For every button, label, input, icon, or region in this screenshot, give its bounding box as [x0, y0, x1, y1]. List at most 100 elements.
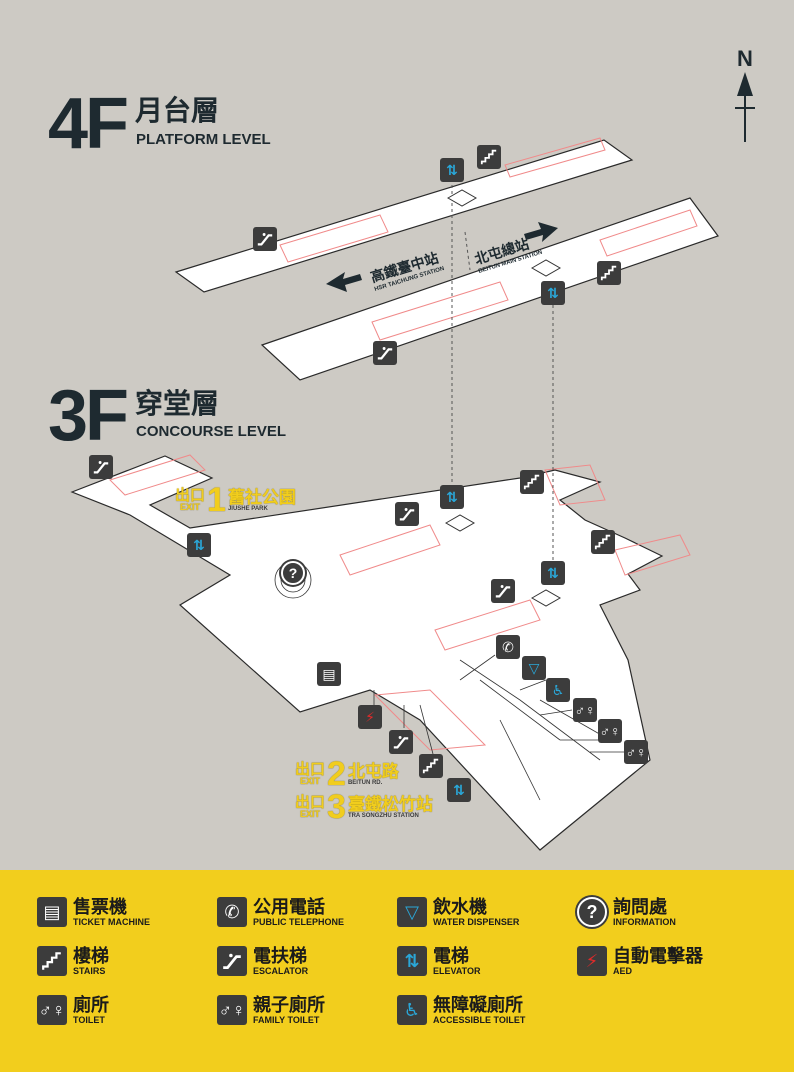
legend-label-en: ELEVATOR: [433, 966, 481, 976]
accessible-toilet-icon: ♿: [397, 995, 427, 1025]
legend-label-en: ACCESSIBLE TOILET: [433, 1015, 526, 1025]
exit-name-zh: 北屯路: [347, 761, 399, 781]
aed-icon: ⚡: [358, 705, 382, 729]
exit-number: 3: [327, 788, 346, 826]
legend-label-en: PUBLIC TELEPHONE: [253, 917, 345, 927]
exit-name-en: TRA SONGZHU STATION: [347, 812, 419, 819]
floor-3f-subtitle: CONCOURSE LEVEL: [136, 423, 287, 440]
exit-tag-zh: 出口: [295, 794, 326, 811]
legend-label-zh: 電扶梯: [253, 946, 307, 966]
vertical-connection-lines: [451, 185, 554, 563]
family-toilet-icon: ♂♀: [217, 995, 247, 1025]
telephone-icon: ✆: [496, 635, 520, 659]
floor-4f-number: 4F: [48, 84, 129, 164]
elevator-icon: ⇅: [440, 485, 464, 509]
exit-name-zh: 舊社公園: [227, 487, 296, 507]
information-icon: ?: [281, 561, 305, 585]
legend-label-en: FAMILY TOILET: [253, 1015, 320, 1025]
legend-label-zh: 無障礙廁所: [433, 995, 523, 1015]
stairs-icon: [419, 754, 443, 778]
legend-label-zh: 廁所: [73, 995, 109, 1015]
north-indicator: N: [733, 46, 757, 147]
toilet-icon: ♂♀: [624, 740, 648, 764]
legend-label-en: AED: [613, 966, 633, 976]
legend-label-zh: 自動電擊器: [613, 946, 703, 966]
north-label: N: [737, 46, 753, 71]
legend-label-en: STAIRS: [73, 966, 106, 976]
exit-tag-en: EXIT: [300, 809, 321, 819]
floor-4f-title: 月台層: [135, 95, 220, 126]
telephone-icon: ✆: [217, 897, 247, 927]
water-icon: ▽: [522, 656, 546, 680]
elevator-icon: ⇅: [541, 561, 565, 585]
information-icon: ?: [577, 897, 607, 927]
exit-tag-en: EXIT: [300, 776, 321, 786]
water-icon: ▽: [397, 897, 427, 927]
exit-tag-zh: 出口: [175, 487, 206, 504]
elevator-icon: ⇅: [440, 158, 464, 182]
exit-name-en: BEITUN RD.: [347, 779, 383, 786]
floor-3f-title: 穿堂層: [135, 388, 220, 419]
legend-label-en: INFORMATION: [613, 917, 676, 927]
legend-label-zh: 電梯: [433, 946, 469, 966]
platform-lower: [260, 197, 719, 381]
escalator-icon: [217, 946, 247, 976]
legend-label-zh: 飲水機: [433, 897, 487, 917]
exit-number: 1: [207, 481, 226, 519]
legend-label-zh: 售票機: [73, 897, 127, 917]
escalator-icon: [253, 227, 277, 251]
callout-lines: [373, 654, 624, 755]
exit-number: 2: [327, 755, 346, 793]
elevator-icon: ⇅: [541, 281, 565, 305]
floor-4f-subtitle: PLATFORM LEVEL: [136, 131, 271, 148]
stairs-icon: [520, 470, 544, 494]
toilet-icon: ♂♀: [37, 995, 67, 1025]
legend-label-zh: 樓梯: [73, 946, 109, 966]
legend-label-zh: 詢問處: [613, 897, 667, 917]
exit-name-zh: 臺鐵松竹站: [347, 794, 433, 814]
exit-name-en: JIUSHE PARK: [227, 505, 268, 512]
legend-label-zh: 親子廁所: [253, 995, 325, 1015]
legend-label-en: ESCALATOR: [253, 966, 309, 976]
stairs-icon: [477, 145, 501, 169]
station-map: [70, 137, 719, 851]
ticket-machine-icon: ▤: [317, 662, 341, 686]
escalator-icon: [373, 341, 397, 365]
platform-upper: [174, 139, 634, 293]
legend-label-en: TICKET MACHINE: [73, 917, 150, 927]
legend-label-en: WATER DISPENSER: [433, 917, 520, 927]
legend-label-zh: 公用電話: [253, 897, 325, 917]
floor-3f-number: 3F: [48, 376, 129, 456]
elevator-icon: ⇅: [397, 946, 427, 976]
ticket-machine-icon: ▤: [37, 897, 67, 927]
elevator-icon: ⇅: [187, 533, 211, 557]
stairs-icon: [37, 946, 67, 976]
exit-tag-en: EXIT: [180, 502, 201, 512]
exit-tag-zh: 出口: [295, 761, 326, 778]
aed-icon: ⚡: [577, 946, 607, 976]
escalator-icon: [389, 730, 413, 754]
family-toilet-icon: ♂♀: [573, 698, 597, 722]
elevator-icon: ⇅: [447, 778, 471, 802]
stairs-icon: [597, 261, 621, 285]
direction-arrows: [326, 222, 558, 292]
escalator-icon: [89, 455, 113, 479]
accessible-toilet-icon: ♿: [546, 678, 570, 702]
stairs-icon: [591, 530, 615, 554]
escalator-icon: [491, 579, 515, 603]
north-arrow-icon: [735, 72, 755, 142]
